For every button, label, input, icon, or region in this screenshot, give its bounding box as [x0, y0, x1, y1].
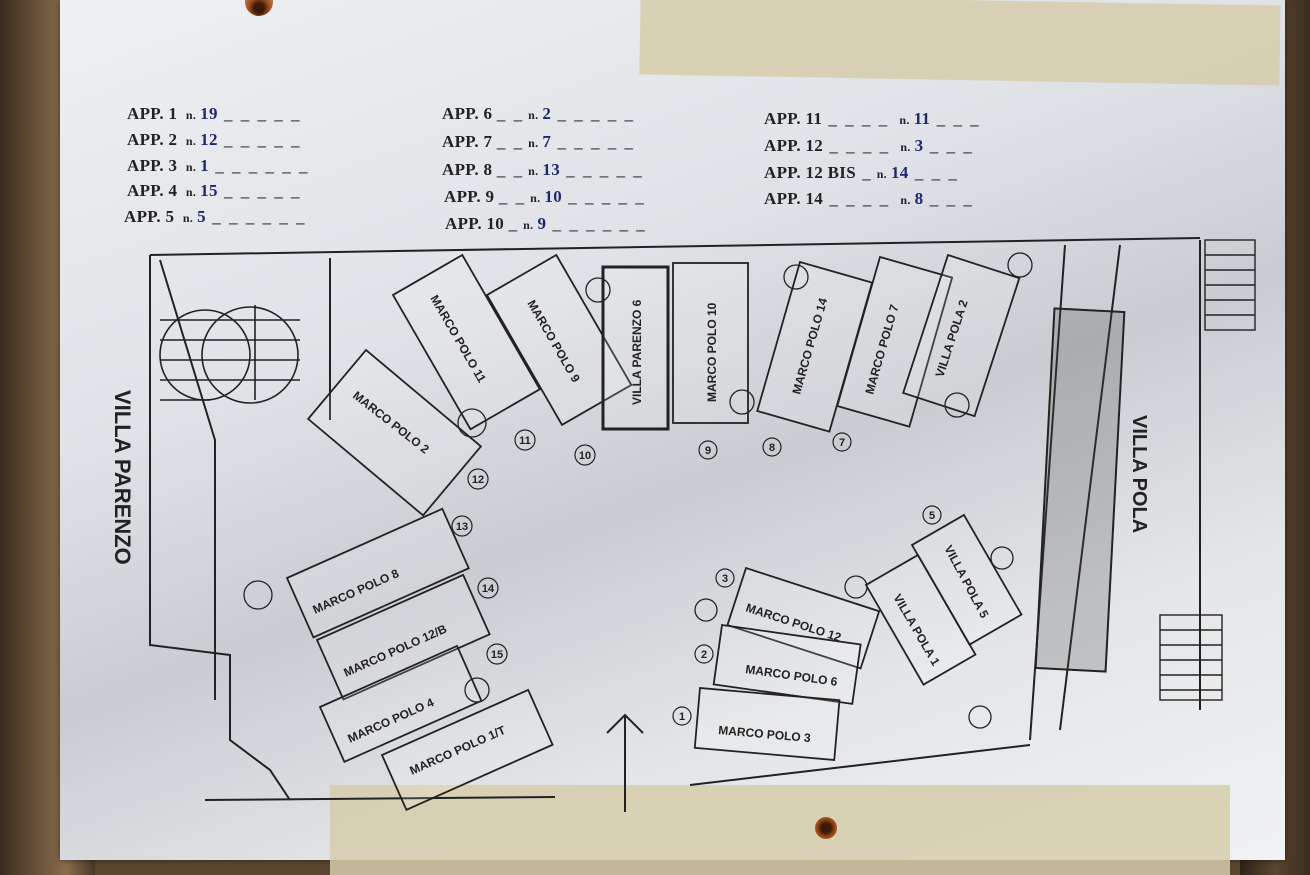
tree-icon — [729, 389, 755, 415]
tree-icon — [243, 580, 273, 610]
marker-15: 15 — [486, 643, 508, 665]
label-villa-parenzo-6: VILLA PARENZO 6 — [630, 299, 644, 405]
building-marco-polo-3 — [693, 687, 841, 761]
tree-icon — [1007, 252, 1033, 278]
site-boundary — [149, 237, 1201, 812]
building-marco-polo-12 — [726, 566, 881, 670]
svg-text:1: 1 — [679, 711, 685, 723]
building-marco-polo-10 — [672, 262, 749, 424]
marker-10: 10 — [574, 444, 596, 466]
tree-icon — [990, 546, 1014, 570]
svg-text:2: 2 — [701, 649, 707, 661]
markers: 1 2 3 5 7 8 9 10 11 12 13 14 15 — [451, 429, 942, 726]
svg-text:12: 12 — [472, 474, 484, 486]
svg-text:11: 11 — [519, 435, 531, 447]
svg-text:9: 9 — [705, 445, 711, 457]
legend-row: APP. 2 n.12 _ _ _ _ _ — [127, 130, 302, 149]
building-marco-polo-6 — [712, 623, 862, 705]
nail-head — [815, 817, 837, 839]
marker-14: 14 — [477, 577, 499, 599]
marker-8: 8 — [762, 437, 782, 457]
legend-row: APP. 7 _ _n.7 _ _ _ _ _ — [442, 132, 635, 151]
legend-row: APP. 9 _ _n.10 _ _ _ _ _ — [444, 187, 646, 206]
apartment-legend: APP. 1 n.19 _ _ _ _ _ APP. 2 n.12 _ _ _ … — [0, 0, 1310, 250]
svg-text:14: 14 — [482, 583, 495, 595]
building-marco-polo-1t — [380, 688, 554, 812]
marker-12: 12 — [467, 468, 489, 490]
legend-row: APP. 12 BIS _n.14 _ _ _ — [764, 163, 959, 182]
marker-13: 13 — [451, 515, 473, 537]
marker-9: 9 — [698, 440, 718, 460]
svg-text:10: 10 — [579, 450, 591, 462]
building-marco-polo-11 — [391, 253, 542, 431]
tree-icon — [968, 705, 992, 729]
marker-7: 7 — [832, 432, 852, 452]
building-villa-parenzo-6 — [601, 265, 670, 431]
tree-icon — [844, 575, 868, 599]
legend-row: APP. 1 n.19 _ _ _ _ _ — [127, 104, 302, 123]
tree-icon — [783, 264, 809, 290]
north-arrow-icon — [606, 713, 644, 765]
marker-1: 1 — [672, 706, 692, 726]
label-villa-parenzo: VILLA PARENZO — [110, 390, 135, 565]
building-marco-polo-12b — [315, 573, 491, 701]
trees — [243, 252, 1033, 729]
svg-text:7: 7 — [839, 437, 845, 449]
legend-row: APP. 12 _ _ _ _ n.3 _ _ _ — [764, 136, 974, 155]
legend-row: APP. 8 _ _n.13 _ _ _ _ _ — [442, 160, 644, 179]
marker-11: 11 — [514, 429, 536, 451]
pool — [1034, 307, 1126, 673]
building-villa-pola-2 — [902, 253, 1021, 418]
svg-text:15: 15 — [491, 649, 503, 661]
building-marco-polo-8 — [285, 507, 470, 639]
spiral-stair — [159, 305, 300, 404]
tree-icon — [457, 408, 487, 438]
svg-text:5: 5 — [929, 510, 935, 522]
legend-row: APP. 3 n.1 _ _ _ _ _ _ — [127, 156, 310, 175]
tree-icon — [464, 677, 490, 703]
label-marco-polo-10: MARCO POLO 10 — [705, 302, 719, 402]
svg-text:8: 8 — [769, 442, 775, 454]
legend-row: APP. 4 n.15 _ _ _ _ _ — [127, 181, 302, 200]
marker-5: 5 — [922, 505, 942, 525]
pin-top — [245, 0, 273, 16]
svg-text:13: 13 — [456, 521, 468, 533]
building-marco-polo-4 — [318, 644, 483, 764]
building-marco-polo-9 — [485, 253, 633, 427]
tree-icon — [944, 392, 970, 418]
legend-row: APP. 6 _ _n.2 _ _ _ _ _ — [442, 104, 635, 123]
building-marco-polo-2 — [306, 348, 483, 517]
building-marco-polo-7 — [836, 255, 954, 428]
label-villa-pola: VILLA POLA — [1128, 415, 1150, 533]
tape-bottom — [330, 785, 1230, 875]
marker-3: 3 — [715, 568, 735, 588]
legend-row: APP. 11 _ _ _ _ n.11 _ _ _ — [764, 109, 981, 128]
tree-icon — [585, 277, 611, 303]
stairs-right — [1159, 239, 1256, 701]
tree-icon — [694, 598, 718, 622]
svg-text:3: 3 — [722, 573, 728, 585]
legend-row: APP. 10 _n.9 _ _ _ _ _ _ — [445, 214, 647, 233]
marker-2: 2 — [694, 644, 714, 664]
legend-row: APP. 5 n.5 _ _ _ _ _ _ — [124, 207, 307, 226]
legend-row: APP. 14 _ _ _ _ n.8 _ _ _ — [764, 189, 974, 208]
